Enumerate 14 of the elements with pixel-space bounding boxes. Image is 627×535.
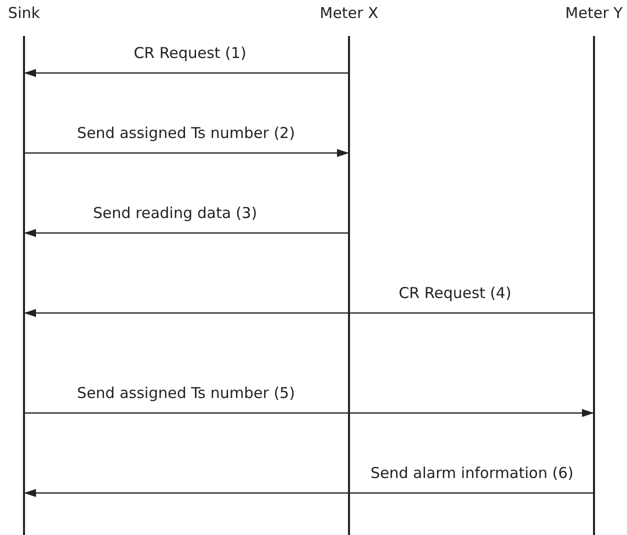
lifeline-label: Sink — [7, 4, 41, 22]
edge-label: Send alarm information (6) — [368, 464, 576, 482]
message-arrow — [24, 309, 594, 317]
edge-label: CR Request (1) — [132, 44, 248, 62]
edge-label: Send assigned Ts number (5) — [75, 384, 297, 402]
message-arrow — [24, 229, 349, 237]
message-arrow — [24, 69, 349, 77]
edge-label: Send assigned Ts number (2) — [75, 124, 297, 142]
message-arrow — [24, 149, 349, 157]
lifeline-label: Meter Y — [564, 4, 624, 22]
edge-label: CR Request (4) — [396, 284, 514, 302]
lifeline-label: Meter X — [318, 4, 380, 22]
message-arrow — [24, 489, 594, 497]
message-arrow — [24, 409, 594, 417]
